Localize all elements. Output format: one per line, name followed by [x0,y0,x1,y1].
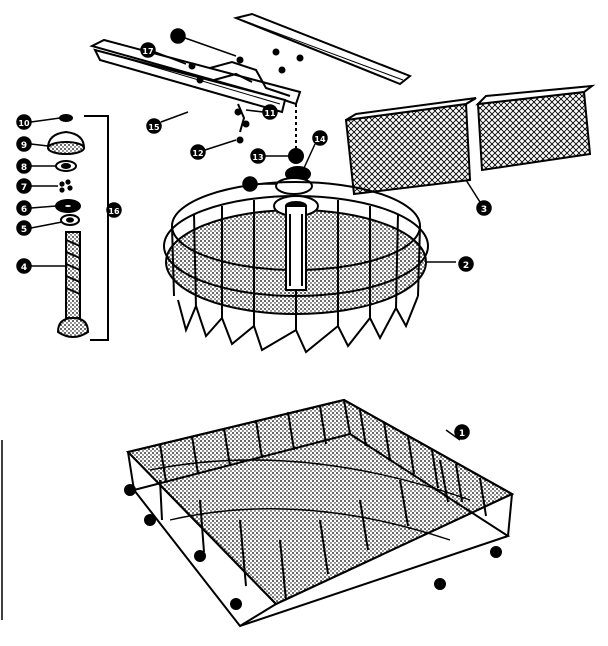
callout-5: 5 [21,225,27,235]
callout-16: 16 [108,207,120,216]
callout-13: 13 [252,153,263,162]
filter-basket-left [344,97,477,196]
callout-15: 15 [148,123,160,132]
wash-arm-mount [275,104,313,195]
callout-10: 10 [18,119,30,128]
callout-1: 1 [459,429,465,439]
callout-4: 4 [21,263,27,273]
filter-basket-right [475,84,596,172]
lower-track-rail [89,38,302,114]
callout-3: 3 [481,205,487,215]
upper-track-rail [232,12,412,86]
spray-basket [163,181,456,354]
callout-9: 9 [21,141,27,151]
callout-8: 8 [21,163,27,173]
callouts: 1 2 3 4 5 6 7 8 9 10 [16,28,492,440]
callout-17: 17 [142,47,153,56]
hardware-stack [46,114,109,341]
callout-12: 12 [192,149,203,158]
callout-7: 7 [21,183,27,193]
callout-2: 2 [463,261,469,271]
dish-rack [124,398,515,628]
callout-11: 11 [264,109,276,118]
callout-6: 6 [21,205,27,215]
rail-clips [188,48,304,144]
callout-14: 14 [314,135,326,144]
